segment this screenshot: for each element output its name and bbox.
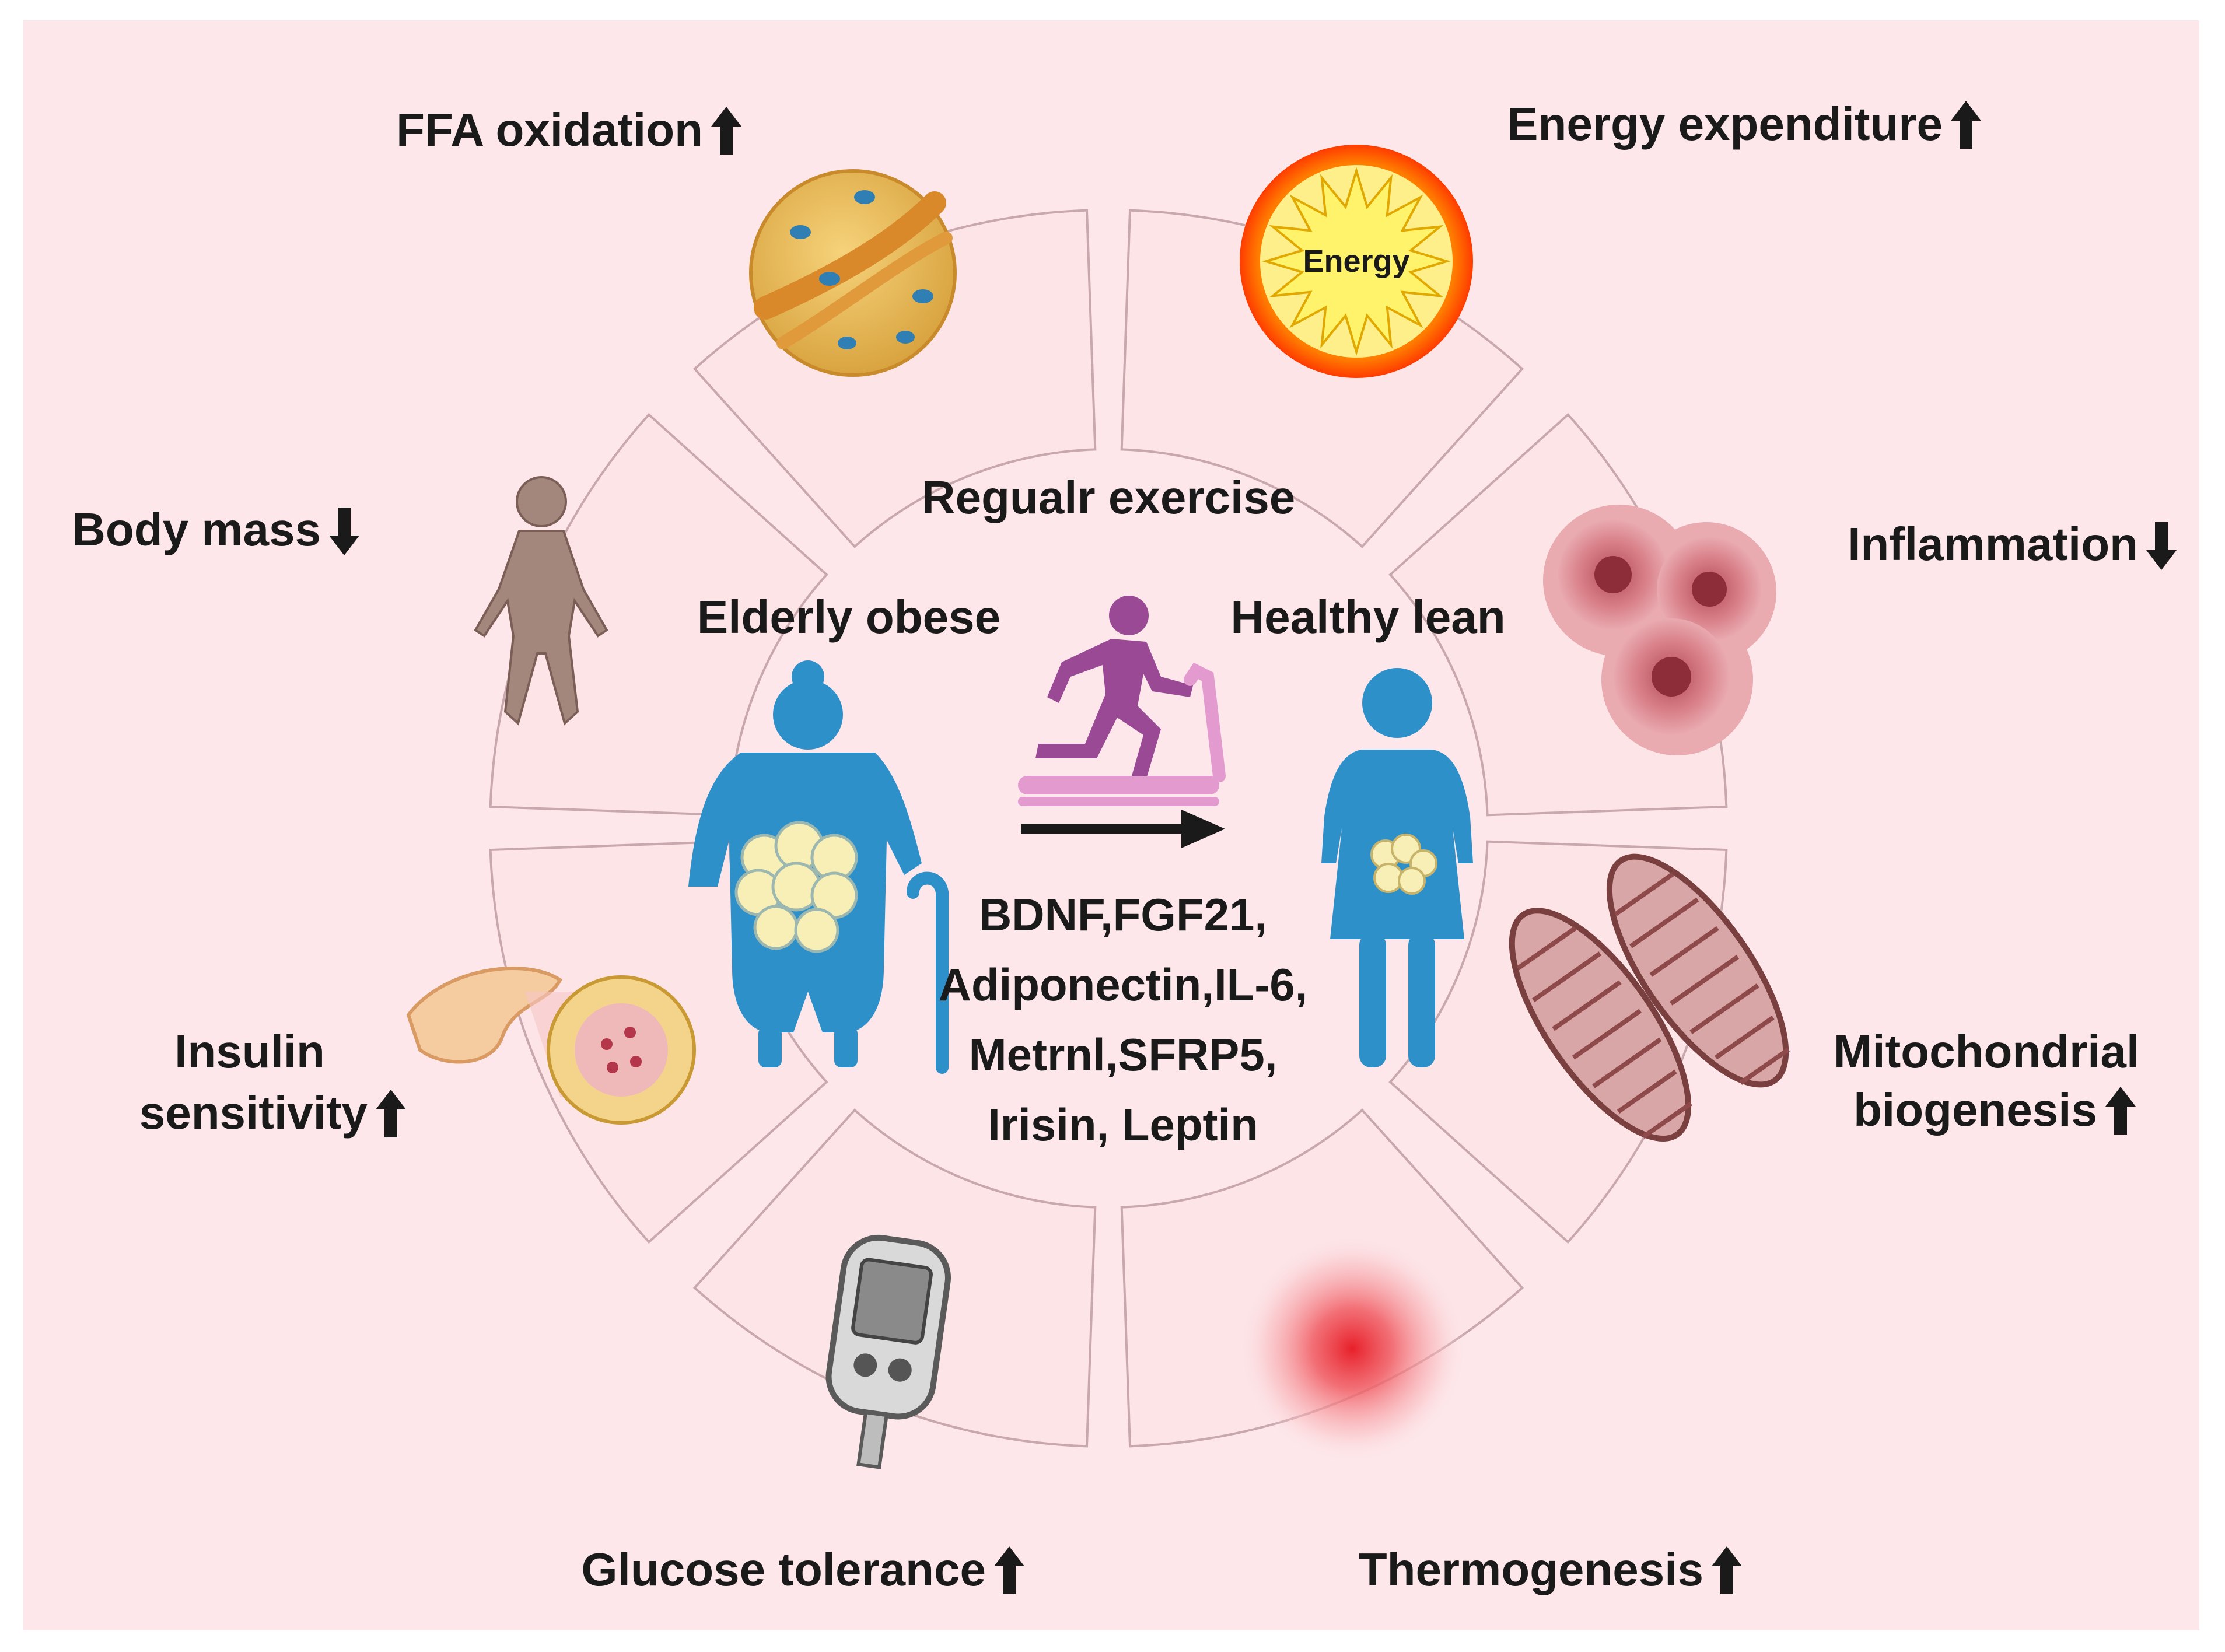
thermogenesis-text: Thermogenesis — [1359, 1544, 1703, 1595]
biogenesis-text: biogenesis — [1853, 1084, 2097, 1136]
mitochondrial-text: Mitochondrial — [1834, 1026, 2139, 1077]
elderly-obese-label: Elderly obese — [697, 591, 1000, 643]
fat-cell-icon — [749, 169, 957, 377]
pancreas-islet-icon — [406, 967, 696, 1125]
up-arrow-icon — [711, 107, 741, 155]
ring-segment — [1120, 209, 1524, 548]
ffa-oxidation-label: FFA oxidation — [396, 104, 741, 156]
runner-treadmill-icon — [1018, 596, 1226, 806]
glucose-tolerance-text: Glucose tolerance — [581, 1544, 986, 1595]
myokine-line: Metrnl,SFRP5, — [969, 1029, 1278, 1080]
sensitivity-text: sensitivity — [139, 1087, 368, 1139]
myokine-line: BDNF,FGF21, — [979, 889, 1267, 940]
inflammation-cells-icon — [1543, 505, 1776, 755]
up-arrow-icon — [1951, 101, 1981, 149]
human-body-icon — [474, 476, 608, 726]
myokine-list: BDNF,FGF21, Adiponectin,IL-6, Metrnl,SFR… — [939, 889, 1308, 1150]
myokine-line: Irisin, Leptin — [988, 1099, 1258, 1150]
progression-arrow — [1021, 810, 1225, 848]
inflammation-label: Inflammation — [1848, 518, 2177, 570]
walking-cane-icon — [907, 872, 949, 1074]
myokine-line: Adiponectin,IL-6, — [939, 959, 1308, 1010]
up-arrow-icon — [376, 1090, 406, 1138]
energy-expenditure-label: Energy expenditure — [1507, 98, 1981, 150]
energy-burst-icon: Energy — [1240, 145, 1473, 378]
up-arrow-icon — [1712, 1546, 1742, 1594]
small-fat-deposit-icon — [1370, 834, 1437, 895]
regular-exercise-title: Regualr exercise — [922, 471, 1295, 523]
up-arrow-icon — [2105, 1087, 2136, 1135]
insulin-sensitivity-label: Insulin sensitivity — [139, 1026, 406, 1139]
down-arrow-icon — [329, 508, 359, 555]
heat-spot-icon — [1239, 1235, 1466, 1462]
thermogenesis-label: Thermogenesis — [1359, 1544, 1742, 1595]
mitochondrial-biogenesis-label: Mitochondrial biogenesis — [1834, 1026, 2139, 1136]
glucometer-icon — [825, 1234, 951, 1469]
body-mass-label: Body mass — [72, 503, 359, 555]
inflammation-text: Inflammation — [1848, 518, 2138, 570]
insulin-text: Insulin — [174, 1026, 325, 1077]
healthy-lean-label: Healthy lean — [1230, 591, 1505, 643]
up-arrow-icon — [994, 1546, 1024, 1594]
mitochondria-icon — [1509, 853, 1790, 1142]
down-arrow-icon — [2146, 522, 2177, 570]
ffa-oxidation-text: FFA oxidation — [396, 104, 703, 156]
glucose-tolerance-label: Glucose tolerance — [581, 1544, 1024, 1595]
body-mass-text: Body mass — [72, 503, 321, 555]
energy-icon-text: Energy — [1303, 244, 1409, 279]
energy-expenditure-text: Energy expenditure — [1507, 98, 1943, 150]
fat-deposit-icon — [734, 821, 858, 953]
